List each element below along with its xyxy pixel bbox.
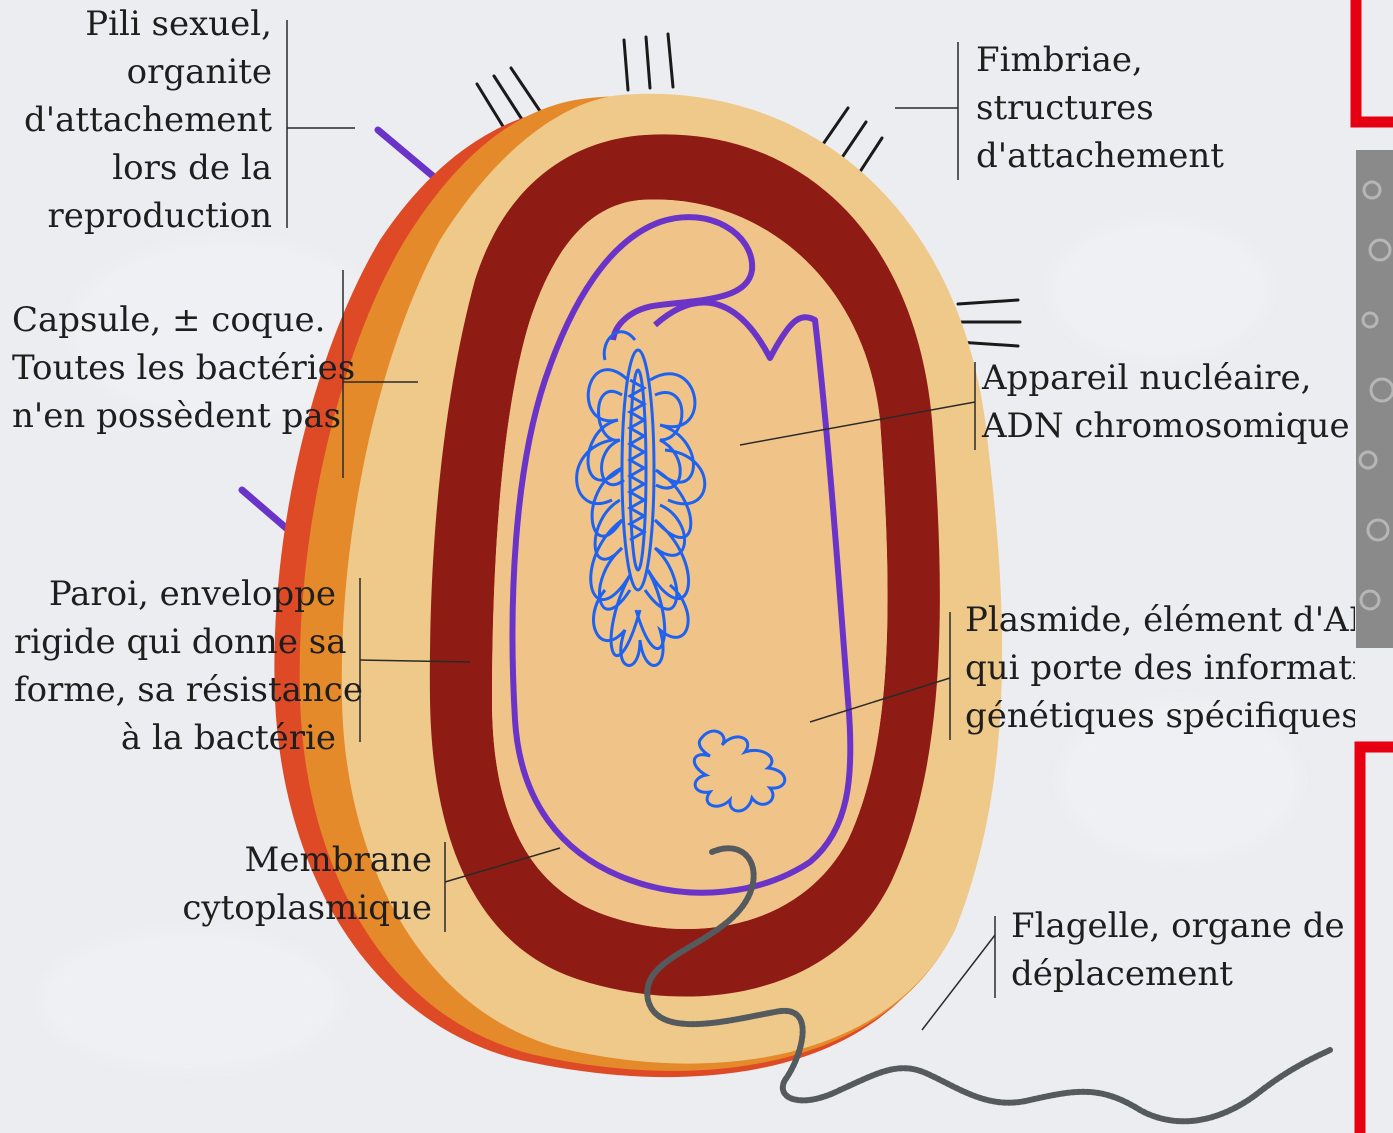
pili-label-line: Pili sexuel,	[20, 0, 272, 48]
flagellum-label: Flagelle, organe de déplacement	[1011, 902, 1341, 998]
pili-label-line: organite	[20, 48, 272, 96]
capsule-label: Capsule, ± coque. Toutes les bactéries n…	[12, 296, 372, 440]
wall-label-line: à la bactérie	[14, 714, 336, 762]
capsule-label-line: Toutes les bactéries	[12, 344, 372, 392]
flagellum-label-line: Flagelle, organe de	[1011, 902, 1341, 950]
red-frame-top	[1356, 0, 1393, 122]
pili-label-line: d'attachement	[20, 96, 272, 144]
red-frame-bottom	[1360, 747, 1393, 1133]
membrane-label: Membrane cytoplasmique	[150, 836, 432, 932]
wall-label: Paroi, enveloppe rigide qui donne sa for…	[14, 570, 336, 762]
plasmid-label: Plasmide, élément d'ADN qui porte des in…	[965, 596, 1355, 740]
wall-label-line: forme, sa résistance	[14, 666, 336, 714]
capsule-label-line: n'en possèdent pas	[12, 392, 372, 440]
fimbriae-label-line: d'attachement	[976, 132, 1336, 180]
wall-label-line: rigide qui donne sa	[14, 618, 336, 666]
plasmid-label-line: génétiques spécifiques	[965, 692, 1355, 740]
wall-label-line: Paroi, enveloppe	[14, 570, 336, 618]
membrane-label-line: cytoplasmique	[150, 884, 432, 932]
pili-label: Pili sexuel, organite d'attachement lors…	[20, 0, 272, 240]
fimbriae-label-line: Fimbriae,	[976, 36, 1336, 84]
membrane-label-line: Membrane	[150, 836, 432, 884]
nucleus-label: Appareil nucléaire, ADN chromosomique	[982, 354, 1352, 450]
nucleus-label-line: Appareil nucléaire,	[982, 354, 1352, 402]
capsule-label-line: Capsule, ± coque.	[12, 296, 372, 344]
plasmid-label-line: qui porte des informations	[965, 644, 1355, 692]
pili-label-line: reproduction	[20, 192, 272, 240]
cytoplasm	[492, 199, 888, 929]
flagellum-label-line: déplacement	[1011, 950, 1341, 998]
pili-label-line: lors de la	[20, 144, 272, 192]
nucleus-label-line: ADN chromosomique	[982, 402, 1352, 450]
fimbriae-label-line: structures	[976, 84, 1336, 132]
fimbriae-label: Fimbriae, structures d'attachement	[976, 36, 1336, 180]
plasmid-label-line: Plasmide, élément d'ADN	[965, 596, 1355, 644]
